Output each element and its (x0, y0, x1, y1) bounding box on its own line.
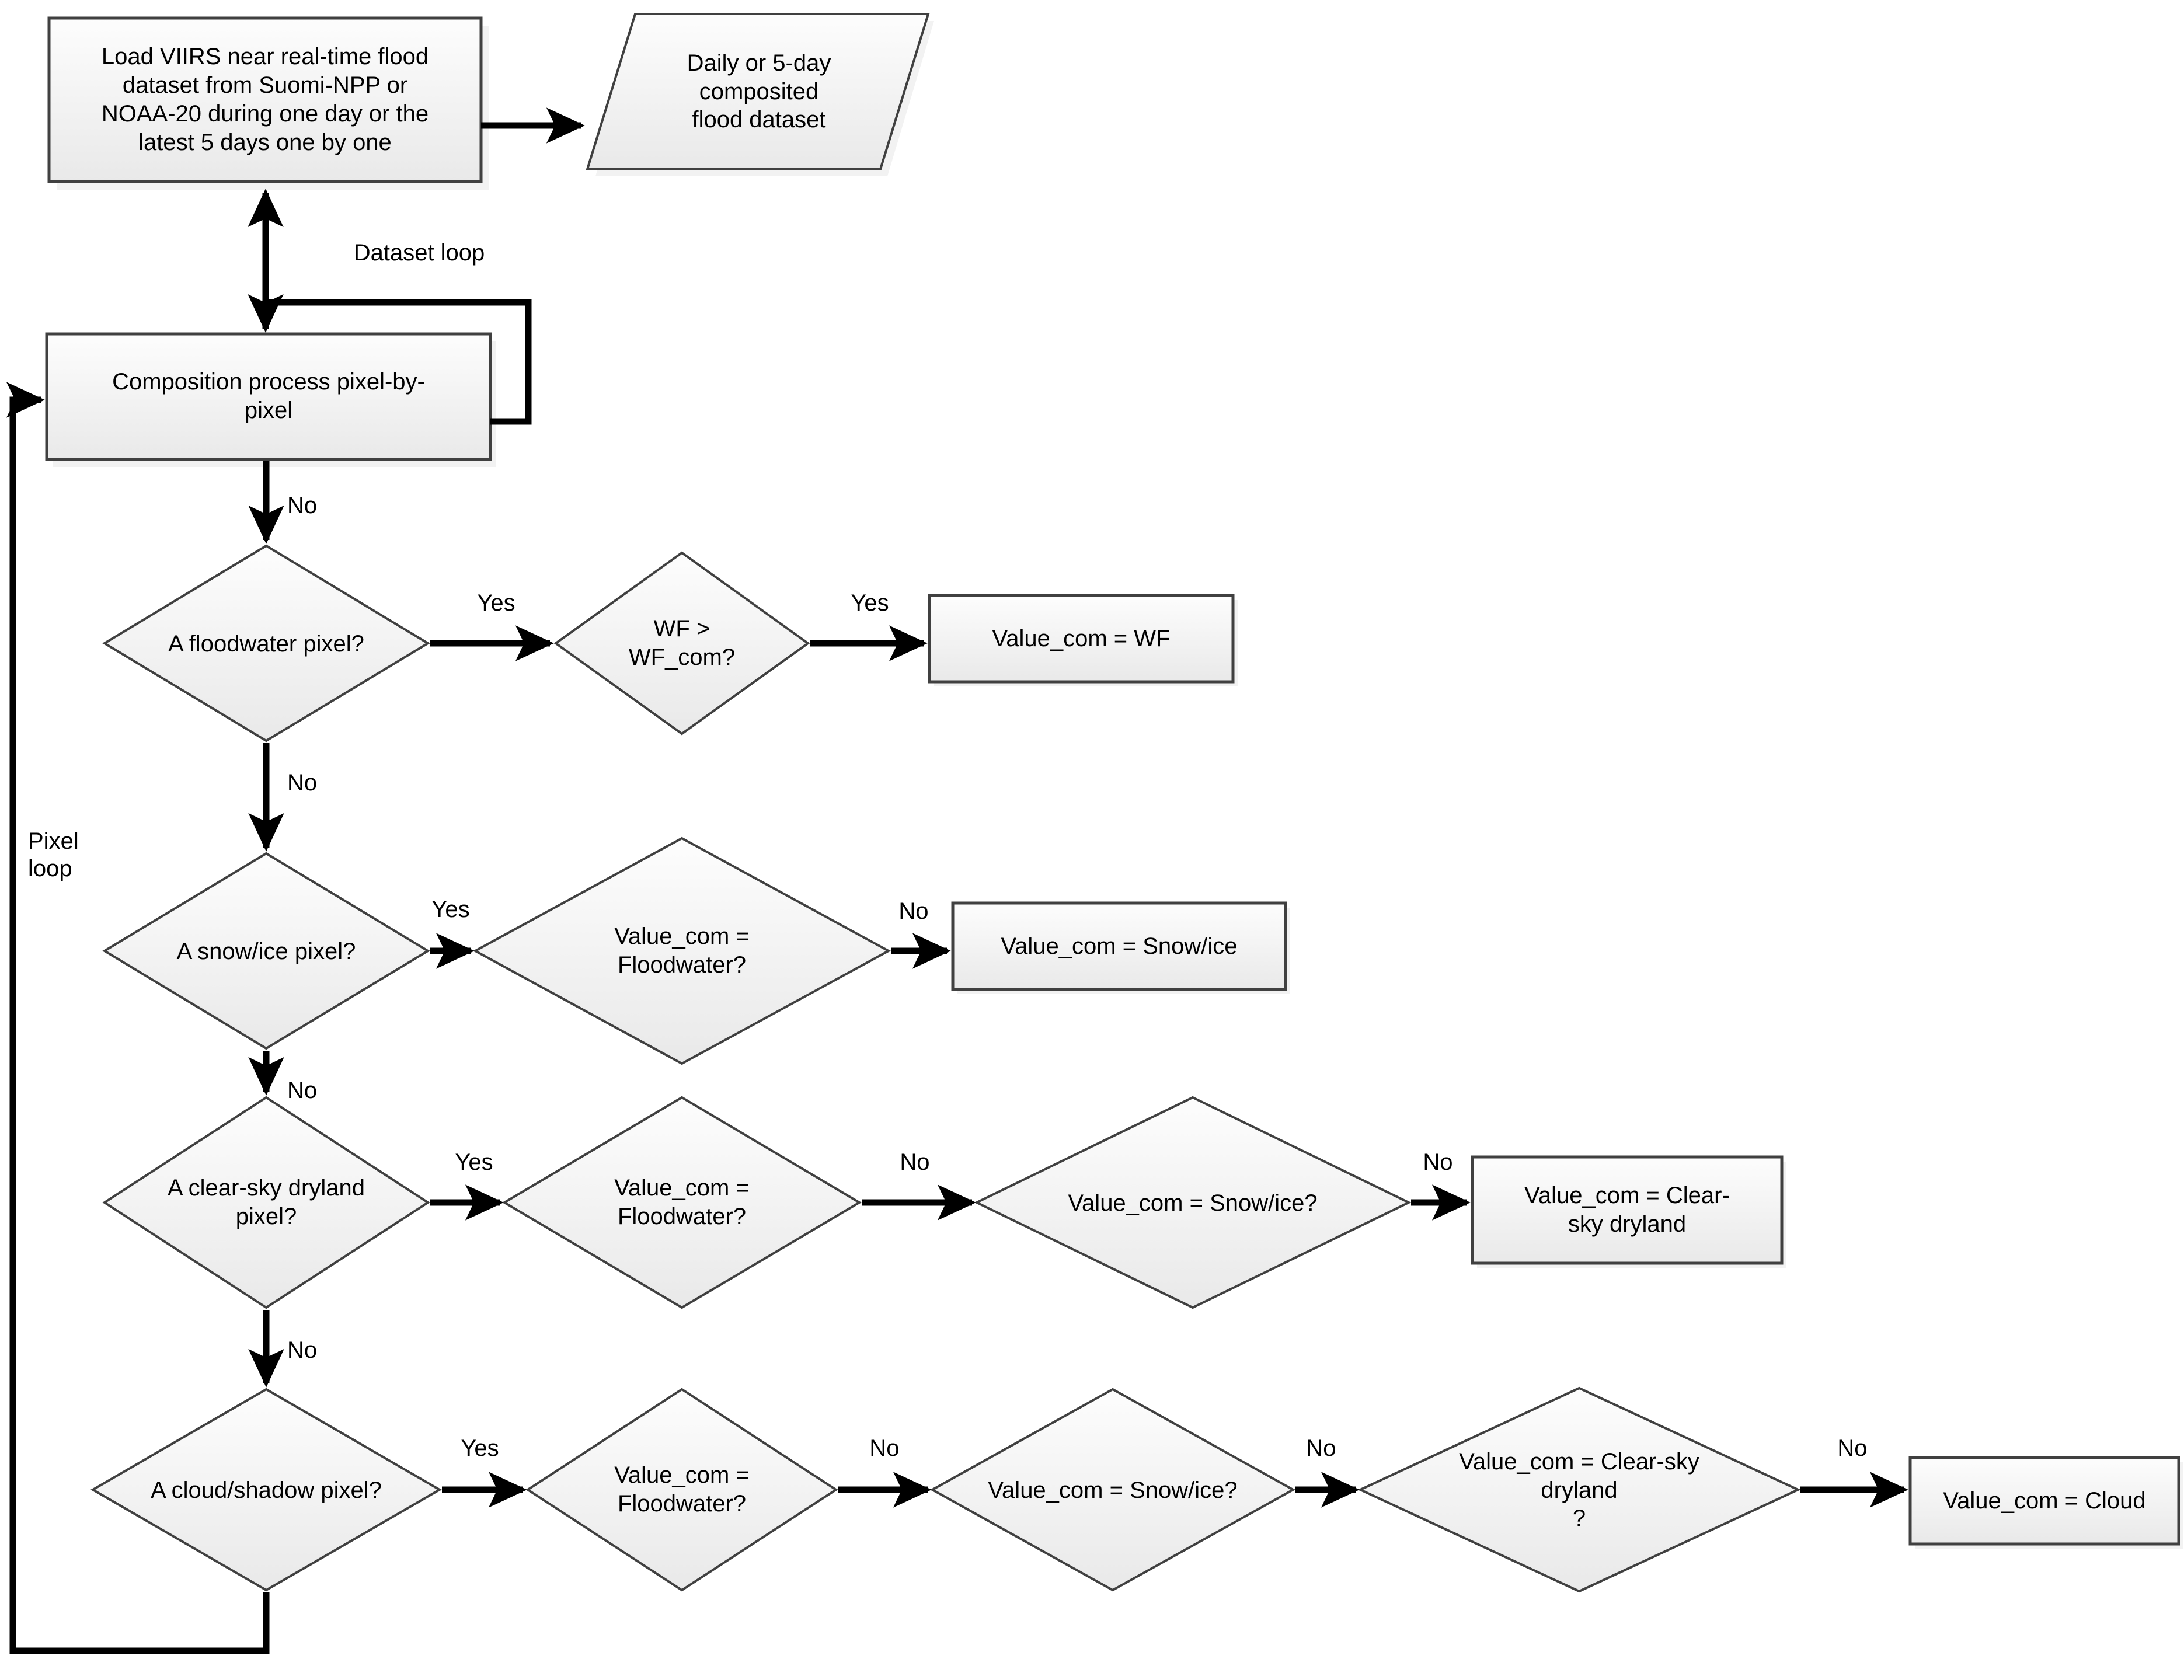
edge-label-dryland-yes: Yes (455, 1149, 493, 1175)
node-d-cloud-shape (90, 1388, 442, 1592)
node-out-dryland-shape (1471, 1155, 1784, 1265)
node-d-dryland-isflood-shape (502, 1096, 862, 1309)
edge-pixel-loop (6, 382, 270, 1654)
node-d-snowice-shape (102, 852, 430, 1050)
edge-label-pixel-loop: Pixel loop (28, 828, 79, 882)
node-composition-process-shape (45, 332, 492, 461)
node-out-snowice-shape (951, 901, 1287, 991)
edge-label-composition-to-floodwater: No (287, 493, 318, 518)
node-d-floodwater-shape (102, 544, 430, 743)
edge-label-floodwater-no: No (287, 770, 318, 796)
node-out-wf-shape (928, 594, 1235, 684)
connectors (6, 107, 1908, 1654)
edge-label-snowice-isflood-no: No (898, 898, 929, 924)
edge-label-cloud-issnow-no: No (1306, 1435, 1336, 1461)
edge-label-dryland-isflood-no: No (900, 1149, 930, 1175)
edge-label-dryland-no: No (287, 1337, 318, 1363)
edge-dataset-loop-right (266, 299, 532, 425)
node-d-dryland-issnow-shape (974, 1096, 1412, 1309)
edge-label-snowice-no: No (287, 1078, 318, 1103)
node-d-dryland-shape (102, 1096, 430, 1309)
edge-label-wf-yes: Yes (851, 590, 889, 616)
edge-label-cloud-isdryland-no: No (1837, 1435, 1868, 1461)
edge-label-dataset-loop: Dataset loop (353, 240, 485, 266)
edge-label-cloud-isflood-no: No (869, 1435, 900, 1461)
edge-label-dryland-issnow-no: No (1423, 1149, 1453, 1175)
edge-label-floodwater-yes: Yes (477, 590, 515, 616)
node-d-cloud-issnow-shape (929, 1388, 1296, 1592)
edge-label-snowice-yes: Yes (431, 897, 470, 922)
node-composited-output-shape (586, 13, 930, 170)
node-d-wf-compare-shape (553, 551, 810, 736)
node-d-cloud-isflood-shape (525, 1388, 838, 1592)
edge-label-cloud-yes: Yes (461, 1435, 499, 1461)
node-d-cloud-isdryland-shape (1357, 1386, 1801, 1593)
node-d-snowice-isflood-shape (472, 836, 891, 1065)
node-load-dataset-shape (47, 16, 483, 183)
node-out-cloud-shape (1908, 1456, 2180, 1546)
